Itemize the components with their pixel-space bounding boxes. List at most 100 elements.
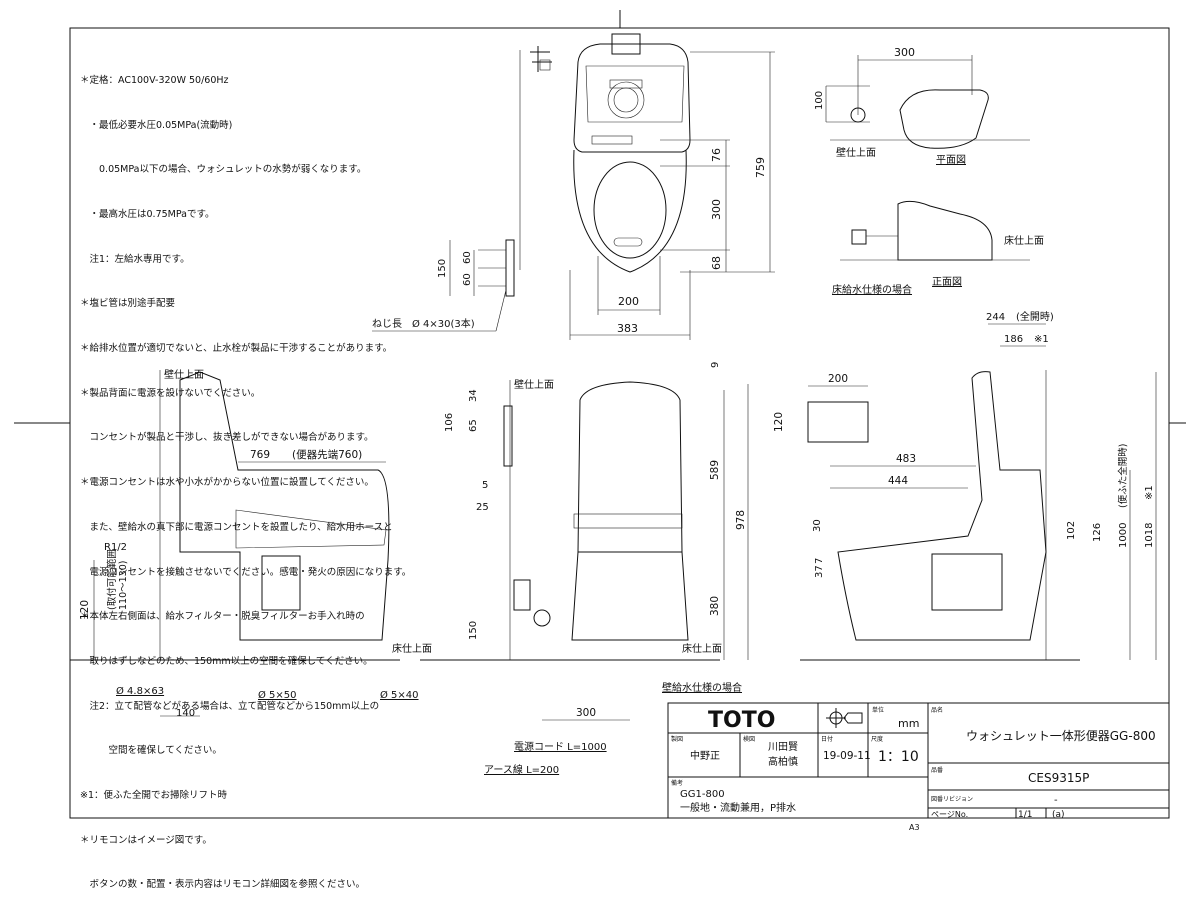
note-line: ＊給排水位置が適切でないと、止水栓が製品に干渉することがあります。 xyxy=(80,343,393,355)
earth-wire-label: アース線 L=200 xyxy=(484,763,559,776)
dim-65: 65 xyxy=(468,419,479,432)
d48x63-label: Ø 4.8×63 xyxy=(116,685,164,697)
dim-978: 978 xyxy=(735,510,747,530)
dim-7: 7 xyxy=(814,558,825,564)
star1b-label: ※1 xyxy=(1144,485,1155,500)
note-line: ・最低必要水圧0.05MPa(流動時) xyxy=(80,119,233,131)
dim-1000: 1000 xyxy=(1118,523,1129,548)
name-label: 品名 xyxy=(931,706,943,714)
model-value: GG1-800 xyxy=(680,789,725,800)
dim-589: 589 xyxy=(709,460,721,480)
brand-logo: TOTO xyxy=(708,708,775,733)
d5x40-label: Ø 5×40 xyxy=(380,689,419,701)
dim-60a: 60 xyxy=(462,251,473,264)
dim-300-front: 300 xyxy=(576,707,596,719)
full-open-label: (全開時) xyxy=(1016,310,1054,323)
wall-finish-label: 壁仕上面 xyxy=(836,146,876,159)
check-value-2: 高柏慎 xyxy=(768,755,798,768)
power-cord-label: 電源コード L=1000 xyxy=(514,740,607,753)
page-label: ページNo. xyxy=(931,810,968,819)
dim-30: 30 xyxy=(812,519,823,532)
dim-34: 34 xyxy=(468,389,479,402)
dim-300-mid: 300 xyxy=(710,199,723,220)
scale-value: 1：10 xyxy=(878,749,919,765)
wall-finish-left: 壁仕上面 xyxy=(164,368,204,381)
d5x50-label: Ø 5×50 xyxy=(258,689,297,701)
dim-102: 102 xyxy=(1066,521,1077,540)
dim-100: 100 xyxy=(814,91,825,110)
dim-120-right: 120 xyxy=(773,412,785,432)
dim-150-front: 150 xyxy=(468,621,479,640)
note-line: 注2：立て配管などがある場合は、立て配管などから150mm以上の xyxy=(80,700,380,712)
dim-76: 76 xyxy=(710,148,723,162)
dim-380: 380 xyxy=(709,596,721,616)
dim-759: 759 xyxy=(754,157,767,178)
note-line: また、壁給水の真下部に電源コンセントを設置したり、給水用ホースと xyxy=(80,521,393,533)
drawing-frame xyxy=(69,27,1170,819)
floor-finish-left: 床仕上面 xyxy=(392,642,432,655)
technical-drawing: 383 200 759 76 300 68 150 60 60 ねじ長 Ø 4×… xyxy=(14,10,1186,832)
front-view-detail: 床仕上面 床給水仕様の場合 正面図 xyxy=(832,200,1044,296)
check-value-1: 川田賢 xyxy=(768,741,798,753)
dim-150-bracket: 150 xyxy=(437,259,448,278)
note-line: ＊リモコンはイメージ図です。 xyxy=(80,834,212,846)
note-line: 電源コンセントを接触させないでください。感電・発火の原因になります。 xyxy=(80,566,412,578)
dim-186: 186 xyxy=(1004,334,1023,345)
unit-label: 単位 xyxy=(872,706,884,714)
dim-106: 106 xyxy=(444,413,455,432)
note-line: ボタンの数・配置・表示内容はリモコン詳細図を参照ください。 xyxy=(80,879,366,891)
plan-view-detail: 300 100 壁仕上面 平面図 xyxy=(814,46,1030,166)
dim-1018: 1018 xyxy=(1144,523,1155,548)
dim-25: 25 xyxy=(476,502,489,513)
lid-open-label: (便ふた全開時) xyxy=(1117,444,1129,508)
model-label: 備考 xyxy=(671,779,683,787)
unit-value: mm xyxy=(898,717,919,730)
note-line: ※1：便ふた全開でお掃除リフト時 xyxy=(80,790,228,802)
rev-value: - xyxy=(1054,795,1058,806)
note-line: ＊製品背面に電源を設けないでください。 xyxy=(80,387,261,399)
wall-supply-label: 壁給水仕様の場合 xyxy=(662,681,742,694)
note-line: ＊塩ビ管は別途手配要 xyxy=(80,298,176,310)
mount-range-label: (取付可能範囲 xyxy=(106,549,118,610)
note-line: 空間を確保してください。 xyxy=(80,745,222,757)
product-code: CES9315P xyxy=(1028,771,1089,785)
note-line: 0.05MPa以下の場合、ウォシュレットの水勢が弱くなります。 xyxy=(80,164,367,176)
scale-label: 尺度 xyxy=(871,735,883,743)
top-view: 383 200 759 76 300 68 xyxy=(519,33,775,340)
star1-label: ※1 xyxy=(1034,334,1049,345)
screw-label: ねじ長 Ø 4×30(3本) xyxy=(372,317,475,330)
wall-finish-front: 壁仕上面 xyxy=(514,378,554,391)
floor-finish-front: 床仕上面 xyxy=(682,642,722,655)
note-line: 注1：左給水専用です。 xyxy=(80,253,190,265)
floor-supply-label: 床給水仕様の場合 xyxy=(832,283,912,296)
front-view: 壁仕上面 34 106 65 5 25 9 589 978 380 150 30… xyxy=(420,362,749,776)
note-line: ＊本体左右側面は、給水フィルター・脱臭フィルターお手入れ時の xyxy=(80,611,365,623)
dim-244: 244 xyxy=(986,312,1005,323)
dim-483: 483 xyxy=(896,453,916,465)
product-name: ウォシュレット一体形便器GG-800 xyxy=(966,729,1156,743)
mount-range-label2: 110～130) xyxy=(118,561,129,610)
note-line: ＊電源コンセントは水や小水がかからない位置に設置してください。 xyxy=(80,477,374,489)
r12-label: R1/2 xyxy=(104,542,127,553)
dim-5: 5 xyxy=(482,480,488,491)
page-value: 1/1 xyxy=(1018,810,1032,820)
dim-37: 37 xyxy=(814,565,825,578)
sheet-size: A3 xyxy=(909,823,920,832)
date-label: 日付 xyxy=(821,735,833,743)
remote-bracket-view: 150 60 60 ねじ長 Ø 4×30(3本) xyxy=(372,239,515,332)
check-label: 検図 xyxy=(743,735,755,743)
dim-200-top: 200 xyxy=(618,295,639,308)
dim-140: 140 xyxy=(176,708,195,719)
dim-200-right: 200 xyxy=(828,373,848,385)
dim-300-plan: 300 xyxy=(894,46,915,59)
left-side-view: 壁仕上面 769 (便器先端760) R1/2 (取付可能範囲 110～130)… xyxy=(70,368,432,719)
seat-tip-label: (便器先端760) xyxy=(292,448,362,461)
right-side-view: 200 120 244 (全開時) 186 ※1 483 444 30 37 7… xyxy=(773,310,1157,661)
plan-view-label: 平面図 xyxy=(936,154,966,166)
dim-769: 769 xyxy=(250,449,270,461)
date-value: 19-09-11 xyxy=(823,750,871,762)
spec-value: 一般地・流動兼用，P排水 xyxy=(680,801,796,814)
note-line: 取りはずしなどのため、150mm以上の空間を確保してください。 xyxy=(80,655,373,667)
floor-finish-label-1: 床仕上面 xyxy=(1004,234,1044,247)
dim-68: 68 xyxy=(710,256,723,270)
